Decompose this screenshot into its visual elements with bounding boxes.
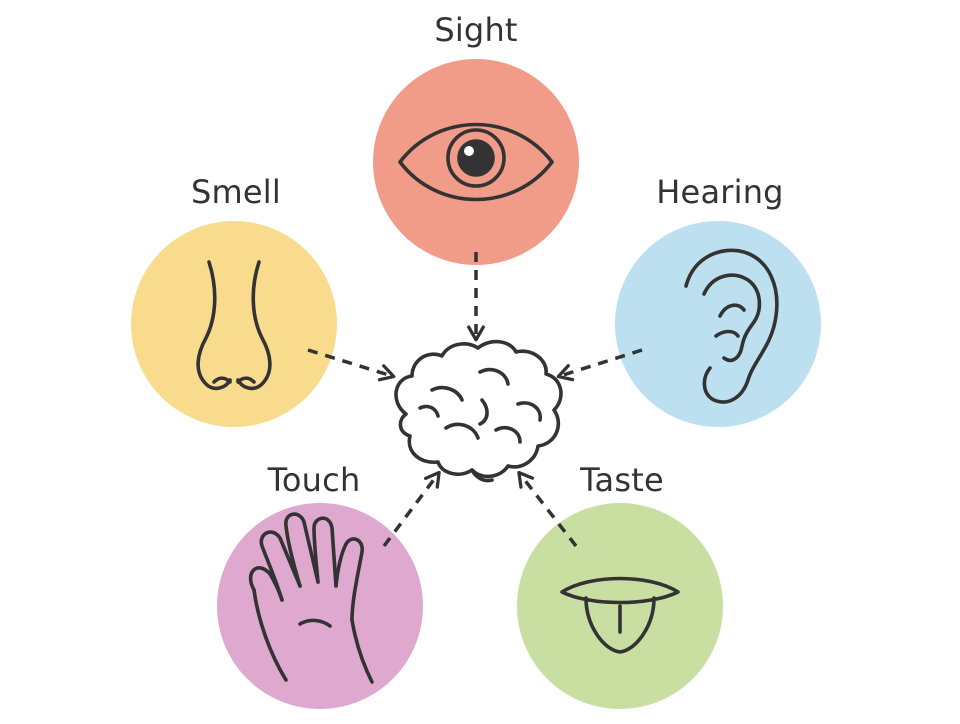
arrow-taste-to-brain: [517, 470, 578, 548]
label-touch: Touch: [267, 461, 361, 499]
label-sight: Sight: [434, 11, 518, 49]
smell-circle: [131, 221, 337, 427]
label-hearing: Hearing: [656, 173, 784, 211]
brain-icon: [394, 339, 563, 483]
label-taste: Taste: [580, 461, 664, 499]
arrow-touch-to-brain: [382, 470, 441, 548]
hand-icon: [248, 512, 374, 684]
label-smell: Smell: [191, 173, 281, 211]
arrow-smell-to-brain: [307, 348, 396, 382]
ear-icon: [684, 248, 779, 404]
nose-icon: [196, 260, 272, 391]
arrow-hearing-to-brain: [556, 348, 643, 382]
tongue-icon: [560, 576, 680, 654]
touch-circle: [217, 503, 423, 709]
eye-icon: [398, 122, 554, 202]
